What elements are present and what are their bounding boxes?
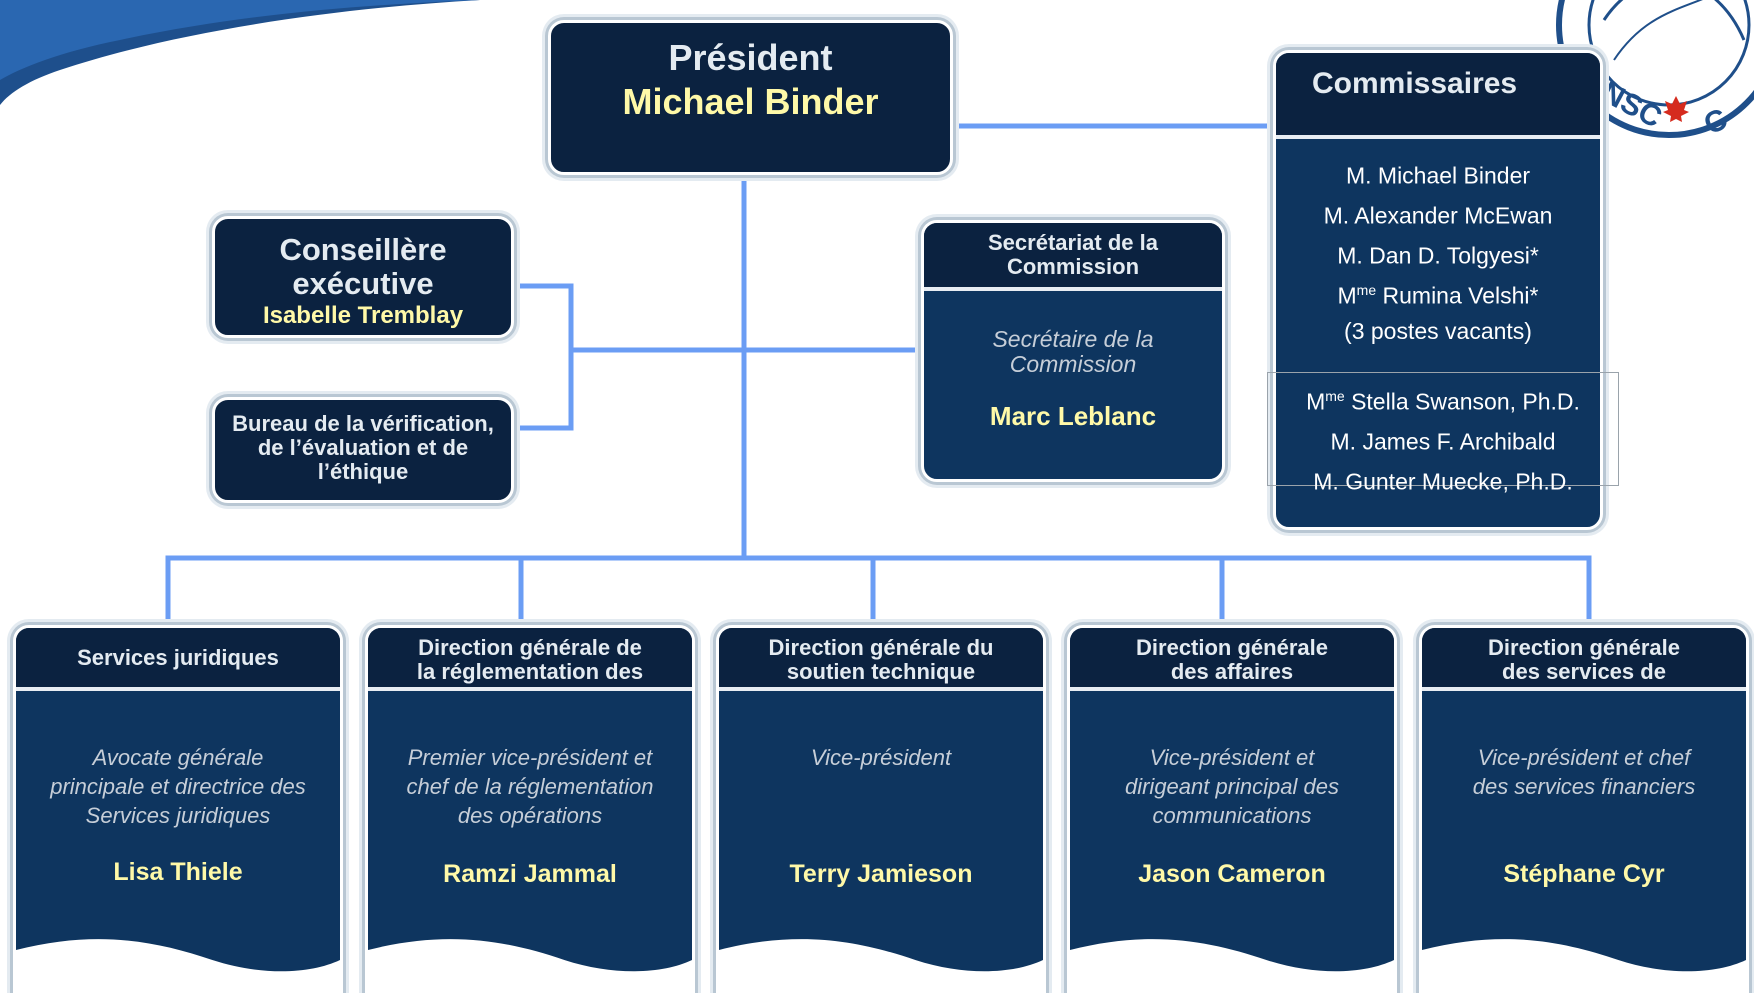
commissioner-vacancies: (3 postes vacants): [1344, 317, 1532, 344]
division-role-line: Avocate générale: [92, 745, 264, 770]
division-header-line: opérations: [474, 684, 586, 688]
division-role-line: communications: [1152, 803, 1312, 828]
division-role: Avocate générale principale et directrice…: [16, 743, 340, 830]
audit-line3: l’éthique: [317, 459, 409, 484]
audit-office-box: Bureau de la vérification, de l’évaluati…: [212, 397, 514, 503]
advisor-name: Isabelle Tremblay: [262, 302, 464, 329]
secretariat-header-line1: Secrétariat de la: [988, 230, 1158, 255]
division-role-line: Services juridiques: [85, 803, 271, 828]
advisor-title-line2: exécutive: [292, 266, 434, 301]
division-role-line: Vice-président: [810, 745, 952, 770]
commissioners-title: Commissaires: [1312, 67, 1518, 100]
president-title: Président: [668, 37, 833, 78]
division-header-line: gestion: [1545, 684, 1623, 688]
secretariat-role-line2: Commission: [1009, 351, 1137, 377]
division-header-line: des affaires: [1170, 659, 1294, 684]
division-header-line: la réglementation des: [416, 659, 644, 684]
division-role-line: des services financiers: [1472, 774, 1696, 799]
division-role-line: principale et directrice des: [50, 774, 306, 799]
division-role: Vice-président: [719, 743, 1043, 772]
audit-line1: Bureau de la vérification,: [232, 411, 494, 436]
division-header-line: soutien technique: [786, 659, 976, 684]
corner-swoosh: [0, 0, 480, 105]
president-name: Michael Binder: [622, 81, 879, 122]
division-head-name: Terry Jamieson: [789, 860, 973, 888]
temp-commissioner-3: M. Gunter Muecke, Ph.D.: [1313, 468, 1573, 495]
secretariat-box: Secrétariat de la Commission Secrétaire …: [921, 220, 1225, 482]
division-role-line: Premier vice-président et: [407, 745, 653, 770]
secretariat-role-line1: Secrétaire de la: [992, 326, 1154, 352]
division-role: Vice-président et dirigeant principal des…: [1070, 743, 1394, 830]
division-header-line: Direction générale: [1136, 635, 1328, 660]
division-head-name: Stéphane Cyr: [1503, 860, 1665, 888]
division-header: Services juridiques: [16, 628, 340, 691]
division-header-line: Direction générale: [1488, 635, 1680, 660]
commissioners-header: Commissaires: [1276, 53, 1600, 139]
secretariat-header-line2: Commission: [1006, 254, 1140, 279]
commissioner-4: Mme Rumina Velshi*: [1337, 282, 1539, 310]
president-box: Président Michael Binder: [548, 20, 953, 175]
maple-leaf-icon: [1663, 96, 1689, 122]
division-head-name: Lisa Thiele: [113, 858, 243, 886]
division-role: Premier vice-président et chef de la régl…: [368, 743, 692, 830]
division-header-line: Services juridiques: [77, 644, 279, 670]
commissioners-box: Commissaires M. Michael Binder M. Alexan…: [1273, 50, 1603, 530]
commissioner-2: M. Alexander McEwan: [1323, 202, 1553, 229]
division-header-line: réglementaires: [1154, 684, 1311, 688]
division-wave: [368, 939, 692, 990]
division-head-name: Ramzi Jammal: [443, 860, 617, 888]
division-wave: [1422, 939, 1746, 990]
division-role-line: chef de la réglementation: [406, 774, 654, 799]
executive-advisor-box: Conseillère exécutive Isabelle Tremblay: [212, 216, 514, 338]
commissioners-list: M. Michael Binder M. Alexander McEwan M.…: [1276, 153, 1600, 348]
division-wave: [719, 939, 1043, 990]
audit-line2: de l’évaluation et de: [257, 435, 469, 460]
division-wave: [1070, 939, 1394, 990]
division-role-line: des opérations: [457, 803, 603, 828]
division-wave: [16, 939, 340, 990]
division-role-line: dirigeant principal des: [1124, 774, 1340, 799]
division-role-line: Vice-président et chef: [1477, 745, 1691, 770]
commissioner-3: M. Dan D. Tolgyesi*: [1337, 242, 1539, 269]
temp-commissioner-2: M. James F. Archibald: [1330, 428, 1556, 455]
commissioner-1: M. Michael Binder: [1345, 162, 1531, 189]
temp-commissioner-1: Mme Stella Swanson, Ph.D.: [1306, 388, 1580, 415]
secretariat-header: Secrétariat de la Commission: [924, 223, 1222, 291]
division-header-line: des services de: [1502, 659, 1666, 684]
division-head-name: Jason Cameron: [1138, 860, 1326, 888]
division-role-line: Vice-président et: [1149, 745, 1315, 770]
division-role: Vice-président et chef des services finan…: [1422, 743, 1746, 801]
division-header-line: Direction générale de: [418, 635, 642, 660]
division-box-1: Services juridiques Avocate générale prin…: [13, 625, 343, 993]
secretariat-name: Marc Leblanc: [989, 401, 1157, 431]
advisor-title-line1: Conseillère: [279, 232, 447, 267]
division-header-line: Direction générale du: [768, 635, 994, 660]
temporary-commissioners-frame: Mme Stella Swanson, Ph.D. M. James F. Ar…: [1267, 372, 1619, 495]
